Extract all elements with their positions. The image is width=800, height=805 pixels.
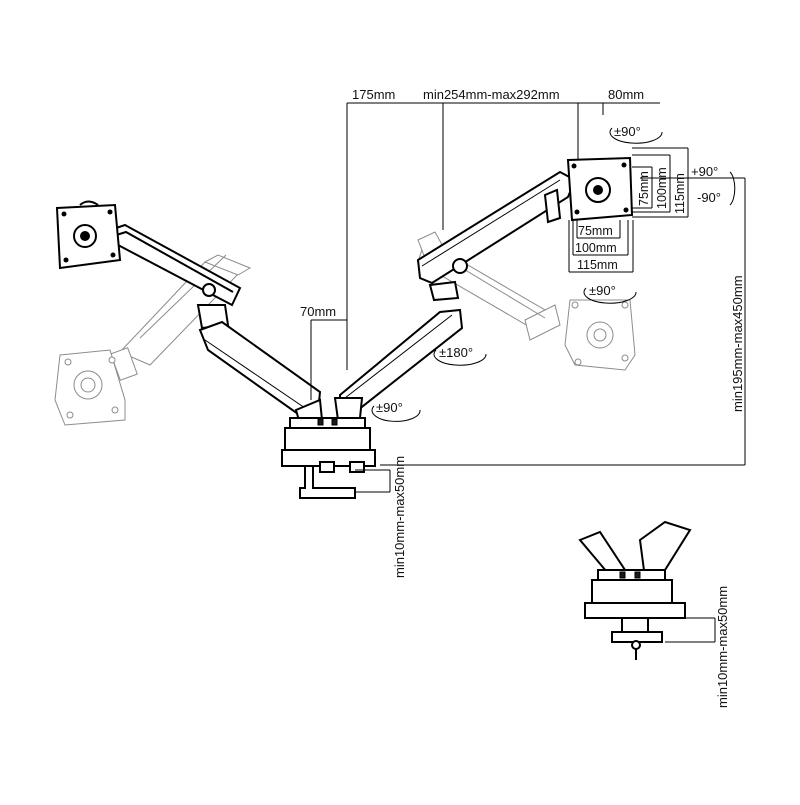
dim-clamp-grommet: min10mm-max50mm <box>715 586 730 708</box>
ghost-right-vesa-plate <box>564 299 636 371</box>
vesa-75-h: 75mm <box>578 224 613 238</box>
right-lower-arm <box>333 308 464 422</box>
rot-tilt-top: ±90° <box>614 124 641 139</box>
dim-arm-range: min254mm-max292mm <box>423 87 560 102</box>
dimension-lines <box>310 102 746 643</box>
vesa-75-v: 75mm <box>637 171 651 206</box>
dim-height-range: min195mm-max450mm <box>730 275 745 412</box>
right-vesa-plate <box>566 156 634 222</box>
vesa-100-v: 100mm <box>655 167 669 209</box>
dim-clamp-main: min10mm-max50mm <box>392 456 407 578</box>
left-lower-arm <box>198 320 324 426</box>
vesa-100-h: 100mm <box>575 241 617 255</box>
rot-tilt-plus: +90° <box>691 164 718 179</box>
right-upper-arm <box>416 170 577 302</box>
left-vesa-plate <box>55 200 122 270</box>
clamp-base-main <box>281 417 376 499</box>
rot-tilt-minus: -90° <box>697 190 721 205</box>
vesa-115-h: 115mm <box>577 258 618 272</box>
ghost-left-vesa-plate <box>54 349 126 426</box>
rot-base-swivel: ±90° <box>376 400 403 415</box>
rotation-arrows <box>371 127 736 422</box>
dim-post-offset: 70mm <box>300 304 336 319</box>
dim-left-offset: 175mm <box>352 87 395 102</box>
dim-right-offset: 80mm <box>608 87 644 102</box>
rot-swivel-head: ±90° <box>589 283 616 298</box>
rot-arm-swivel: ±180° <box>439 345 473 360</box>
vesa-115-v: 115mm <box>673 173 687 214</box>
grommet-base <box>578 520 692 660</box>
